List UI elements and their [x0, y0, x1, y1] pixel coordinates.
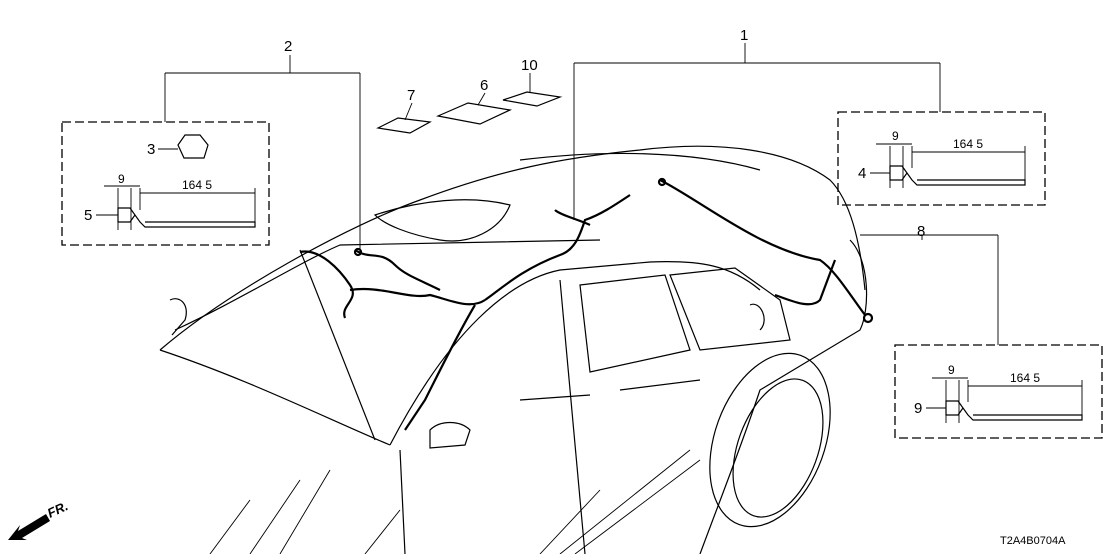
callout-10: 10 — [521, 57, 538, 74]
tape-clip-5 — [117, 207, 256, 228]
dim-164-5: 164 5 — [953, 137, 983, 151]
wire-harness — [299, 177, 874, 431]
dim-9: 9 — [892, 129, 899, 143]
tape-clip-4 — [889, 165, 1026, 186]
callout-3: 3 — [147, 141, 155, 158]
callout-2: 2 — [284, 38, 292, 55]
callout-9: 9 — [914, 400, 922, 417]
dim-9: 9 — [118, 172, 125, 186]
callout-8: 8 — [917, 223, 925, 240]
dim-164-5: 164 5 — [1010, 371, 1040, 385]
front-indicator: FR. — [45, 498, 70, 520]
clip-3 — [177, 134, 209, 159]
callout-1: 1 — [740, 27, 748, 44]
group-2-box — [61, 121, 270, 246]
group-8-box — [894, 344, 1103, 439]
front-arrow-icon — [8, 514, 50, 540]
group-1-box — [837, 111, 1046, 206]
callout-4: 4 — [858, 165, 866, 182]
dim-164-5: 164 5 — [182, 178, 212, 192]
car-outline — [159, 145, 868, 554]
callout-6: 6 — [480, 77, 488, 94]
callout-5: 5 — [84, 207, 92, 224]
pad-10 — [502, 91, 563, 107]
diagram-code: T2A4B0704A — [1000, 535, 1066, 547]
pad-6 — [435, 102, 513, 125]
pad-7 — [376, 117, 432, 134]
callout-7: 7 — [407, 87, 415, 104]
tape-clip-9 — [945, 400, 1083, 421]
callout-leaders — [164, 43, 999, 345]
dim-9: 9 — [948, 363, 955, 377]
